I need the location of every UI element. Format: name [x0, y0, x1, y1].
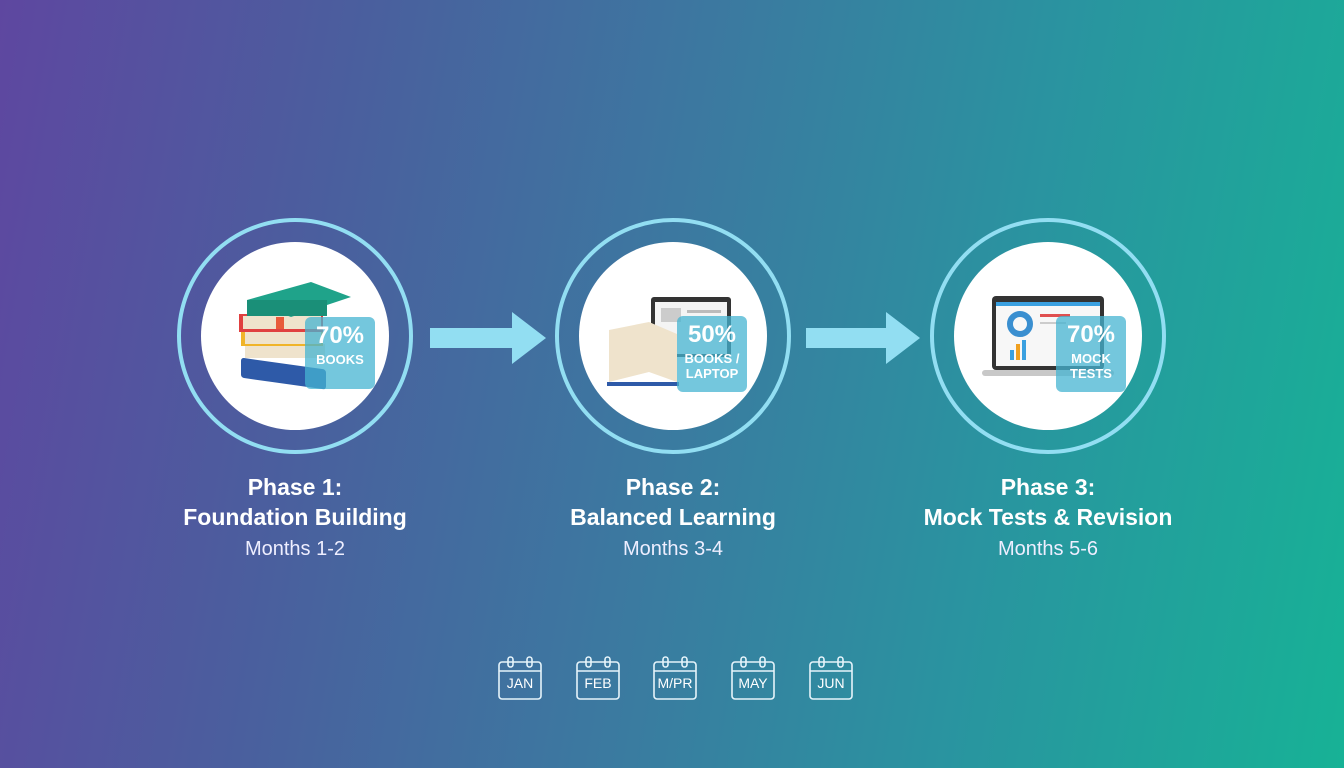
- calendar-icon: JUN: [809, 656, 853, 700]
- calendar-month: JAN: [506, 675, 534, 691]
- phase-months: Months 1-2: [244, 538, 346, 560]
- ratio-badge: 70% BOOKS: [305, 317, 375, 389]
- ratio-badge: 50% BOOKS / LAPTOP: [677, 316, 747, 392]
- calendar-icon: JAN: [498, 656, 542, 700]
- phase-ring: 50% BOOKS / LAPTOP: [555, 218, 791, 454]
- arrow-right-icon: [806, 312, 920, 364]
- books-stack-icon: [239, 282, 351, 390]
- calendar-month: MAY: [738, 675, 768, 691]
- calendar-icon: M/PR: [653, 656, 697, 700]
- percent-value: 70%: [315, 322, 365, 349]
- arrow-right-icon: [430, 312, 546, 364]
- percent-label: BOOKS: [316, 352, 364, 367]
- percent-label: MOCK TESTS: [1070, 351, 1112, 381]
- calendar-month: FEB: [584, 675, 612, 691]
- calendar-month: JUN: [817, 675, 845, 691]
- ratio-badge: 70% MOCK TESTS: [1056, 316, 1126, 392]
- phase-title: Phase 3:Mock Tests & Revision: [923, 474, 1173, 530]
- phase-ring: 70% BOOKS: [177, 218, 413, 454]
- phase-months: Months 5-6: [997, 538, 1099, 560]
- percent-label: BOOKS / LAPTOP: [684, 351, 740, 381]
- phase-months: Months 3-4: [622, 538, 724, 560]
- percent-value: 50%: [687, 321, 737, 348]
- calendar-month: M/PR: [657, 675, 693, 691]
- phase-ring: 70% MOCK TESTS: [930, 218, 1166, 454]
- phase-title: Phase 1:Foundation Building: [183, 474, 407, 530]
- phase-title: Phase 2:Balanced Learning: [570, 474, 776, 530]
- calendar-icon: MAY: [731, 656, 775, 700]
- calendar-icon: FEB: [576, 656, 620, 700]
- laptop-chart-icon: [982, 296, 1114, 376]
- percent-value: 70%: [1066, 321, 1116, 348]
